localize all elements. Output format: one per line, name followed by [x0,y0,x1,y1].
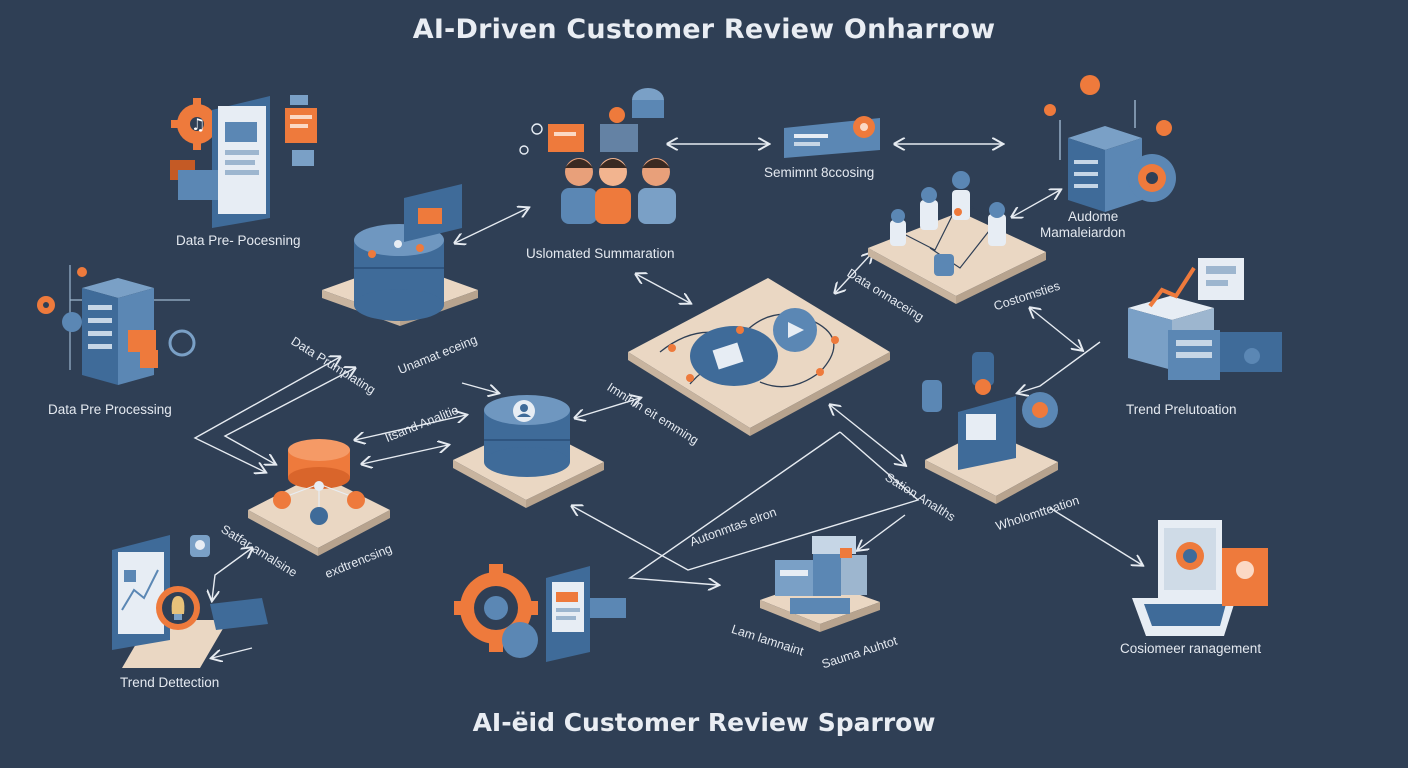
arrow-trend-analytics [1018,341,1101,393]
label-costomeer-management: Cosiomeer ranagement [1120,641,1262,656]
arrow-cylinder-center [575,398,640,418]
arrow-nodes-server [1012,190,1060,217]
arrow-center-automation [627,431,841,585]
network-platform-icon [628,278,890,436]
arrow-db-cylinder [461,382,498,393]
gear-document-icon: ♫ [170,95,317,228]
arrow-left-loop-inner [223,368,355,464]
people-group-icon [519,88,676,224]
arrow-center-analytics [830,405,905,465]
nodes-cylinder-platform-icon [248,439,390,556]
chart-boxes-icon [1128,258,1282,380]
nodes-platform-icon [868,171,1046,304]
arrow-center-nodes [835,253,872,293]
label-uslomated-summaration: Uslomated Summaration [526,246,675,261]
laptop-dashboard-icon [1132,520,1268,636]
arrow-automation-boxes [858,514,906,550]
arrow-automation-loop [572,431,920,571]
page-title: AI-Driven Customer Review Onharrow [412,14,996,45]
label-trend-detection: Trend Dettection [120,675,220,690]
label-trend-prelutoation: Trend Prelutoation [1126,402,1237,417]
arrow-nodes-trend [1030,308,1082,350]
server-rack-icon [37,265,196,385]
analytics-monitor-icon [922,352,1058,504]
label-data-pre-processing: Data Pre Processing [48,402,172,417]
label-semimnt-processing: Semimnt 8ccosing [764,165,875,180]
server-gear-icon [1044,75,1176,212]
data-platform-icon [453,395,604,508]
gear-dashboard-icon [454,564,626,662]
arrow-database-people [455,208,528,243]
label-mamaleiardon: Mamaleiardon [1040,225,1126,240]
lightbulb-monitor-icon [112,535,268,668]
arrow-analytics-laptop [1049,507,1142,565]
arrow-platform-cylinder-upper [355,415,466,440]
label-auodne: Audome [1068,209,1119,224]
connectors [193,144,1142,658]
arrow-trenddetect-back [212,647,253,658]
label-data-pre-pocesning: Data Pre- Pocesning [176,233,301,248]
cube-stack-icon [760,536,880,632]
arrow-platform-trenddetect [212,548,252,600]
page-subtitle: AI-ëid Customer Review Sparrow [472,708,936,737]
arrow-people-center [636,274,690,303]
arrow-platform-cylinder-lower [362,445,448,464]
svg-text:♫: ♫ [191,115,205,134]
database-cylinder-icon [322,184,478,326]
sentiment-card-icon [784,116,880,158]
